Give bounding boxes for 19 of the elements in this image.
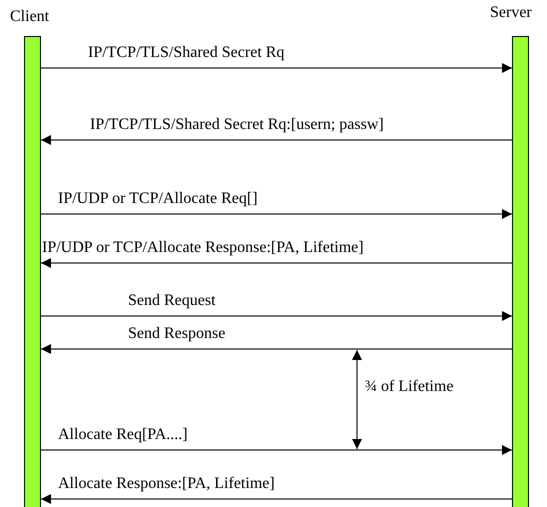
edge-label: Allocate Req[PA....] xyxy=(58,426,188,444)
message-arrow xyxy=(40,63,512,73)
edge-label: Send Request xyxy=(128,292,216,310)
message-arrow xyxy=(40,344,512,354)
edge-label: IP/TCP/TLS/Shared Secret Rq:[usern; passw] xyxy=(90,116,384,134)
message-arrow xyxy=(40,258,512,268)
message-arrow xyxy=(40,311,512,321)
message-arrow xyxy=(40,209,512,219)
lifeline-label: Server xyxy=(490,4,532,22)
edge-label: Send Response xyxy=(128,325,226,343)
edge-label: IP/UDP or TCP/Allocate Response:[PA, Lifetime] xyxy=(42,239,364,257)
message-arrow xyxy=(40,445,512,455)
lifeline-label: Client xyxy=(10,8,50,26)
edge-label: IP/UDP or TCP/Allocate Req[] xyxy=(58,190,258,208)
edge-label: IP/TCP/TLS/Shared Secret Rq xyxy=(88,44,284,62)
message-arrow xyxy=(40,135,512,145)
message-arrow xyxy=(40,494,512,504)
edge-label: Allocate Response:[PA, Lifetime] xyxy=(58,475,275,493)
dimension-label: ¾ of Lifetime xyxy=(365,378,454,396)
